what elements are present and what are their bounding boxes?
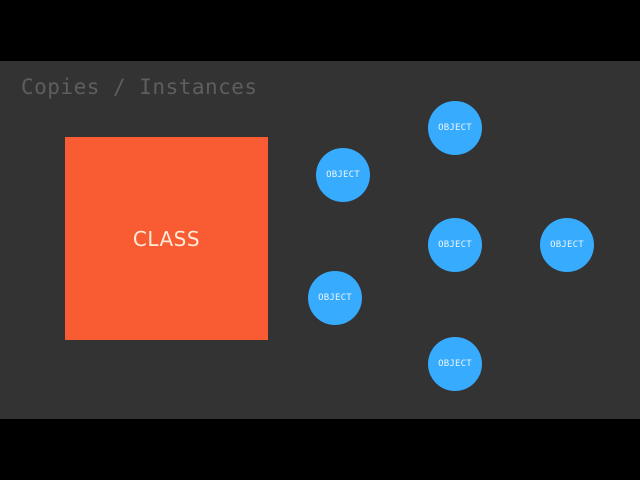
- object-circle: OBJECT: [316, 148, 370, 202]
- object-circle: OBJECT: [428, 337, 482, 391]
- object-label: OBJECT: [550, 240, 584, 250]
- object-label: OBJECT: [326, 170, 360, 180]
- object-circle: OBJECT: [540, 218, 594, 272]
- slide: Copies / Instances CLASS OBJECT OBJECT O…: [0, 61, 640, 419]
- object-label: OBJECT: [438, 123, 472, 133]
- class-label: CLASS: [132, 226, 201, 251]
- object-label: OBJECT: [318, 293, 352, 303]
- class-box: CLASS: [65, 137, 268, 340]
- object-circle: OBJECT: [428, 218, 482, 272]
- object-label: OBJECT: [438, 359, 472, 369]
- slide-title: Copies / Instances: [21, 75, 258, 99]
- object-circle: OBJECT: [308, 271, 362, 325]
- object-label: OBJECT: [438, 240, 472, 250]
- object-circle: OBJECT: [428, 101, 482, 155]
